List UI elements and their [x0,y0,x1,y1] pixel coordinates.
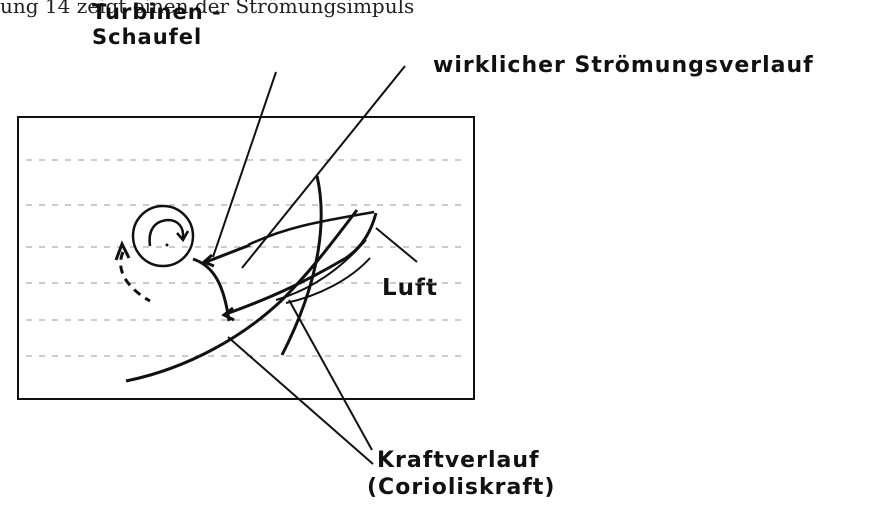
curved-arrow-icon [150,220,188,247]
lower-blade-curve [126,210,357,381]
flow-line-1 [248,212,374,245]
pointer-stroemung [242,66,405,268]
pointer-luft [376,228,417,262]
guide-lines [26,160,468,356]
flow-arrow-upper [206,245,250,262]
pointer-turbinen [213,72,276,257]
blade-contour [193,259,229,321]
right-blade-curve [282,176,321,355]
